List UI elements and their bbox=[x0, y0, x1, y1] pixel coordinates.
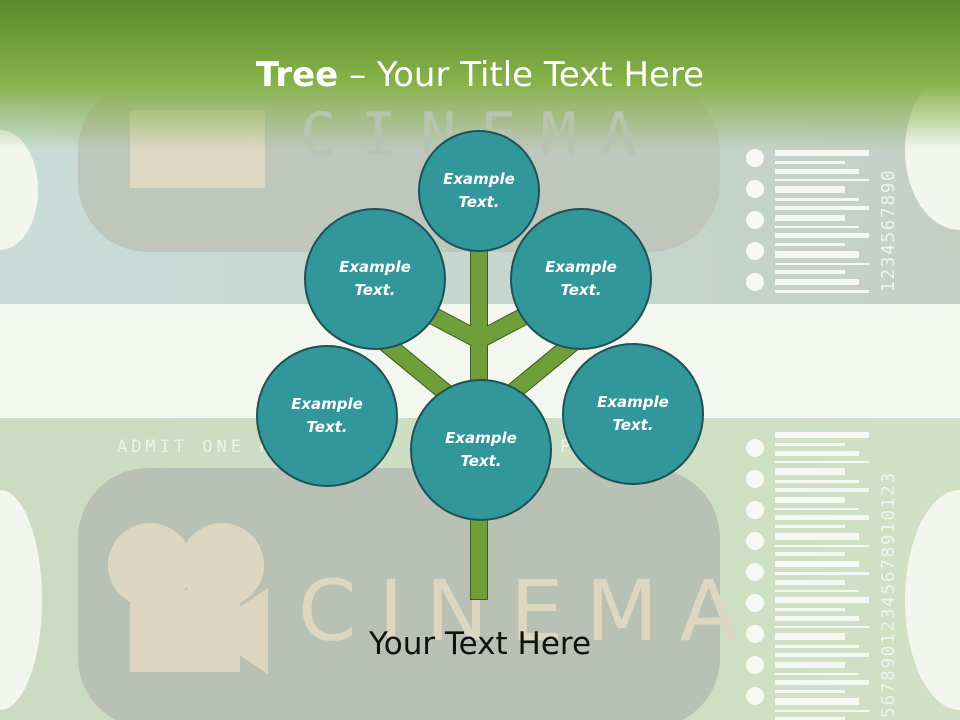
title-bar bbox=[0, 0, 960, 150]
node-upper-left[interactable]: Example Text. bbox=[304, 208, 446, 350]
node-lower-right[interactable]: Example Text. bbox=[562, 343, 704, 485]
cinema-text-bottom: CINEMA bbox=[298, 562, 759, 660]
node-center[interactable]: Example Text. bbox=[410, 379, 552, 521]
node-upper-left-label: Example Text. bbox=[339, 258, 411, 299]
node-upper-right[interactable]: Example Text. bbox=[510, 208, 652, 350]
node-center-label: Example Text. bbox=[445, 429, 517, 470]
admit-text-tail: P bbox=[560, 437, 570, 457]
perforation-dots bbox=[746, 149, 764, 705]
ticket-notches bbox=[0, 70, 960, 710]
serial-number-top: 1234567890 bbox=[878, 169, 899, 292]
node-lower-right-label: Example Text. bbox=[597, 393, 669, 434]
film-camera-icon bbox=[108, 523, 268, 674]
footer-text: Your Text Here bbox=[368, 626, 592, 662]
node-lower-left-label: Example Text. bbox=[291, 395, 363, 436]
node-lower-left[interactable]: Example Text. bbox=[256, 345, 398, 487]
node-top-label: Example Text. bbox=[443, 170, 515, 211]
admit-one-text: ADMIT ONE PE bbox=[117, 437, 288, 457]
barcode bbox=[775, 150, 869, 720]
serial-number-bottom: 56789012345678910123 bbox=[878, 471, 899, 718]
title-bold: Tree bbox=[255, 55, 339, 95]
node-top[interactable]: Example Text. bbox=[418, 130, 540, 252]
slide-title: Tree – Your Title Text Here bbox=[0, 52, 960, 98]
node-upper-right-label: Example Text. bbox=[545, 258, 617, 299]
title-rest: – Your Title Text Here bbox=[338, 55, 705, 95]
